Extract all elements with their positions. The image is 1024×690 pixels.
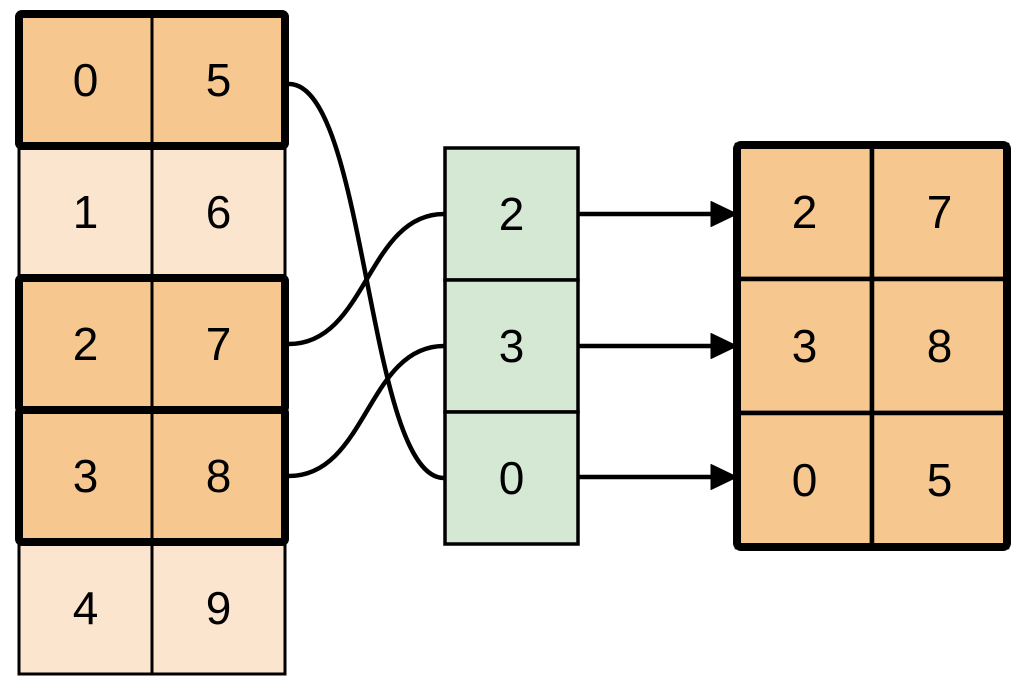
result-table: 2 7 3 8 0 5 [733, 141, 1011, 551]
source-cell-4-left: 4 [73, 582, 99, 634]
result-cell-1-right: 8 [927, 320, 953, 372]
source-row-4: 4 9 [17, 540, 287, 676]
curve-source-row3-to-index-cell1 [286, 343, 447, 479]
index-cell-0-box [443, 146, 580, 282]
result-cell-1-right-box [869, 276, 1010, 416]
index-cell-2-box [443, 410, 580, 546]
index-cell-0-value: 2 [499, 188, 525, 240]
index-column: 2 3 0 [443, 146, 580, 546]
source-row-1: 1 6 [17, 144, 287, 280]
source-row-3: 3 8 [15, 406, 289, 546]
index-cell-1-value: 3 [499, 320, 525, 372]
result-cell-0-right: 7 [927, 186, 953, 238]
result-cell-0-left: 2 [792, 186, 818, 238]
source-cell-3-left: 3 [73, 450, 99, 502]
source-cell-2-left: 2 [73, 318, 99, 370]
index-to-result-arrows [579, 201, 738, 490]
result-cell-2-left: 0 [792, 454, 818, 506]
curve-source-row2-to-index-cell0 [286, 211, 447, 347]
source-row-2: 2 7 [15, 274, 289, 414]
index-cell-2-value: 0 [499, 452, 525, 504]
source-table: 1 6 4 9 0 5 2 7 3 8 [15, 10, 289, 676]
source-cell-0-left: 0 [73, 54, 99, 106]
source-to-index-curves [286, 81, 447, 481]
arrow-index0-to-result0-head [710, 201, 738, 227]
index-cell-1-box [443, 278, 580, 414]
source-cell-2-right: 7 [206, 318, 232, 370]
result-table-frame [733, 141, 1011, 551]
arrow-index1-to-result1-head [710, 333, 738, 359]
source-cell-0-right: 5 [206, 54, 232, 106]
arrow-index2-to-result2-head [710, 464, 738, 490]
source-cell-1-right: 6 [206, 186, 232, 238]
result-cell-2-right: 5 [927, 454, 953, 506]
result-cell-1-left: 3 [792, 320, 818, 372]
result-cell-2-right-box [869, 410, 1010, 550]
source-cell-3-right: 8 [206, 450, 232, 502]
source-row-0: 0 5 [15, 10, 289, 150]
result-cell-2-left-box [734, 410, 875, 550]
source-cell-1-left: 1 [73, 186, 99, 238]
source-cell-4-right: 9 [206, 582, 232, 634]
